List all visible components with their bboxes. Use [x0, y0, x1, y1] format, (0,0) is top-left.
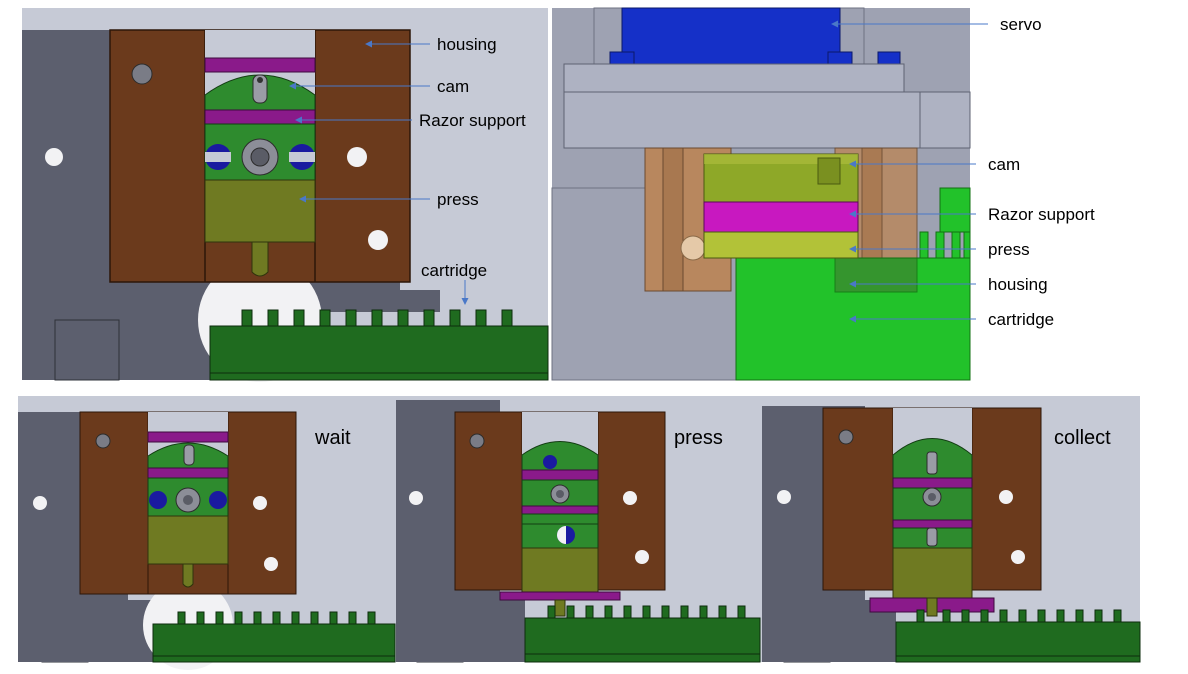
stage-press: press: [396, 400, 761, 663]
top-left-panel: housing cam Razor support press cartridg…: [22, 8, 549, 382]
label-razor-support: Razor support: [419, 111, 526, 130]
stage-label-wait: wait: [314, 427, 351, 449]
label-cartridge: cartridge: [421, 261, 487, 280]
top-right-panel: servo cam Razor support press housing ca…: [551, 7, 1095, 381]
label-cartridge-side: cartridge: [988, 310, 1054, 329]
stage-label-press: press: [674, 427, 723, 449]
bottom-sequence-panel: wait: [18, 396, 1141, 670]
label-housing-side: housing: [988, 275, 1048, 294]
label-housing: housing: [437, 35, 497, 54]
cartridge-top-left: [209, 309, 549, 381]
label-razor-support-side: Razor support: [988, 205, 1095, 224]
label-cam: cam: [437, 77, 469, 96]
label-press-side: press: [988, 240, 1030, 259]
stage-label-collect: collect: [1054, 427, 1111, 449]
label-servo: servo: [1000, 15, 1042, 34]
label-cam-side: cam: [988, 155, 1020, 174]
stage-collect: collect: [762, 406, 1141, 663]
label-press: press: [437, 190, 479, 209]
stage-wait: wait: [18, 411, 396, 670]
